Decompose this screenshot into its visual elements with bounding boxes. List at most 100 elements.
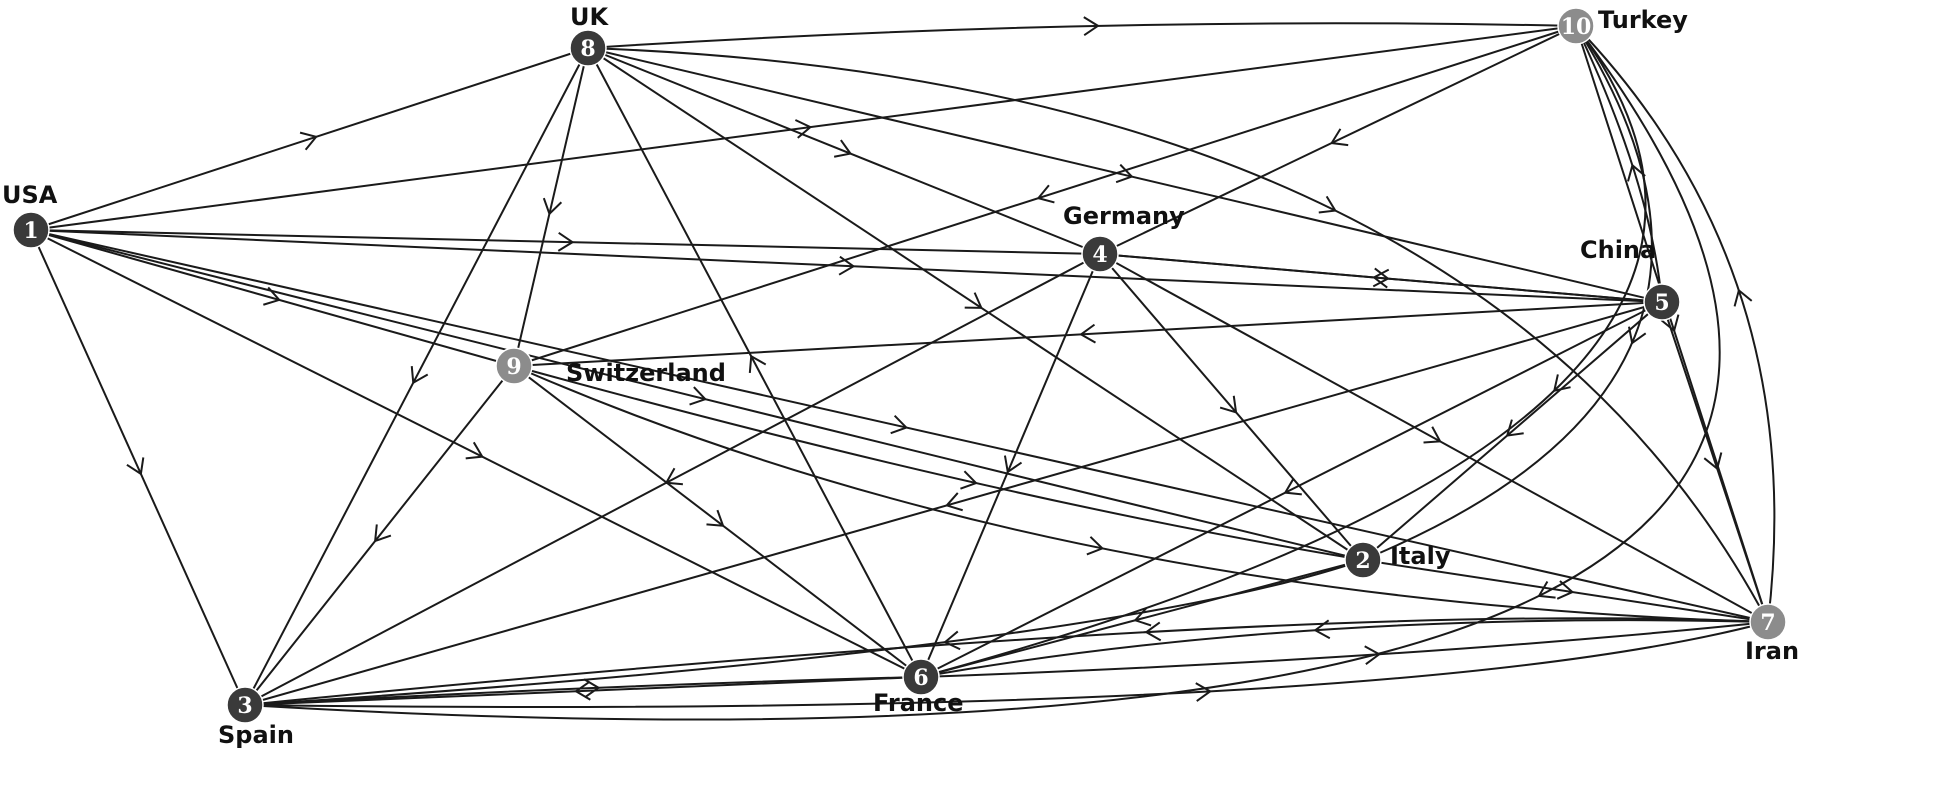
edge-6-to-7 bbox=[920, 621, 1769, 678]
node-circle bbox=[1643, 283, 1681, 321]
edge-8-to-3 bbox=[244, 47, 589, 706]
arrowhead-9-to-6 bbox=[706, 509, 725, 527]
edge-1-to-8 bbox=[30, 47, 589, 231]
edge-8-to-2 bbox=[587, 47, 1364, 561]
edge-9-to-6 bbox=[513, 365, 922, 678]
arrowhead-1-to-4 bbox=[557, 232, 575, 252]
edge-5-to-6 bbox=[920, 301, 1663, 678]
arrowhead-1-to-6 bbox=[465, 441, 484, 460]
edge-5-to-4 bbox=[1099, 253, 1663, 303]
edge-4-to-2 bbox=[1099, 253, 1364, 561]
arrowhead-10-to-9 bbox=[1036, 184, 1055, 204]
arrowhead-9-to-2 bbox=[960, 470, 978, 490]
node-label: Turkey bbox=[1598, 6, 1688, 34]
node-label: USA bbox=[2, 181, 58, 209]
arrowhead-7-to-3 bbox=[1144, 621, 1162, 642]
edge-4-to-6 bbox=[920, 253, 1101, 678]
edge-9-to-7 bbox=[513, 365, 1769, 623]
node-label: Spain bbox=[218, 721, 294, 749]
edge-1-to-6 bbox=[30, 229, 922, 678]
edge-7-to-6 bbox=[920, 619, 1769, 678]
node-label: China bbox=[1580, 236, 1656, 264]
edge-8-to-5 bbox=[587, 47, 1663, 303]
node-circle bbox=[12, 211, 50, 249]
edge-7-to-10 bbox=[1575, 25, 1776, 623]
arrowhead-6-to-8 bbox=[748, 354, 767, 373]
edge-8-to-4 bbox=[587, 47, 1101, 255]
arrowhead-8-to-5 bbox=[1115, 163, 1134, 184]
arrowhead-8-to-9 bbox=[542, 197, 563, 216]
arrowhead-2-to-6 bbox=[1133, 607, 1152, 627]
node-number: 6 bbox=[913, 665, 928, 691]
arrowhead-2-to-3 bbox=[943, 630, 961, 651]
node-circle bbox=[1081, 235, 1119, 273]
arrowhead-8-to-10 bbox=[1083, 16, 1100, 36]
node-uk: 8UK bbox=[569, 3, 609, 67]
node-label: Iran bbox=[1745, 637, 1799, 665]
node-number: 3 bbox=[237, 693, 252, 719]
arrowhead-5-to-3 bbox=[944, 492, 963, 512]
edge-7-to-3 bbox=[244, 617, 1769, 706]
edge-1-to-7 bbox=[30, 229, 1769, 623]
arrowhead-6-to-7 bbox=[1364, 645, 1382, 665]
node-circle bbox=[495, 347, 533, 385]
arrowhead-5-to-7 bbox=[1703, 452, 1723, 471]
node-label: France bbox=[873, 689, 963, 717]
edge-1-to-5 bbox=[30, 229, 1663, 303]
node-label: Italy bbox=[1390, 542, 1451, 570]
arrowhead-5-to-6 bbox=[1283, 477, 1302, 496]
arrowhead-10-to-6 bbox=[1552, 374, 1571, 392]
arrowhead-10-to-4 bbox=[1330, 128, 1349, 147]
edge-5-to-7 bbox=[1661, 301, 1769, 623]
edge-10-to-4 bbox=[1099, 25, 1577, 255]
edge-8-to-10 bbox=[587, 22, 1577, 49]
arrowhead-9-to-3 bbox=[373, 524, 392, 543]
node-label: Germany bbox=[1063, 202, 1185, 230]
arrowhead-5-to-9 bbox=[1079, 323, 1096, 344]
node-circle bbox=[1344, 541, 1382, 579]
node-circle bbox=[902, 658, 940, 696]
node-number: 9 bbox=[506, 354, 521, 380]
arrowhead-8-to-2 bbox=[964, 292, 983, 309]
edge-2-to-7 bbox=[1362, 559, 1769, 623]
edge-10-to-9 bbox=[513, 25, 1577, 367]
node-switzerland: 9 Switzerland bbox=[495, 347, 726, 387]
node-circle bbox=[1557, 7, 1595, 45]
arrowhead-5-to-4 bbox=[1372, 268, 1390, 289]
edge-8-to-7 bbox=[587, 47, 1769, 623]
node-number: 10 bbox=[1561, 14, 1592, 40]
arrowhead-1-to-3 bbox=[126, 457, 145, 476]
node-number: 8 bbox=[580, 36, 595, 62]
edge-3-to-7 bbox=[244, 621, 1769, 708]
edge-6-to-8 bbox=[587, 47, 922, 678]
arrowhead-1-to-8 bbox=[299, 131, 318, 151]
arrowhead-8-to-4 bbox=[833, 139, 853, 158]
arrowhead-4-to-7 bbox=[1423, 426, 1442, 444]
arrowhead-1-to-7 bbox=[890, 414, 909, 435]
edge-8-to-9 bbox=[513, 47, 589, 367]
edge-5-to-2 bbox=[1362, 301, 1663, 561]
node-label: Switzerland bbox=[566, 359, 726, 387]
arrowhead-9-to-7 bbox=[1086, 536, 1105, 556]
edge-5-to-10 bbox=[1575, 25, 1663, 303]
edge-1-to-10 bbox=[30, 25, 1577, 231]
edge-2-to-6 bbox=[920, 559, 1364, 678]
edge-4-to-3 bbox=[244, 253, 1101, 706]
arrowhead-3-to-7 bbox=[1195, 682, 1213, 702]
arrowhead-7-to-10 bbox=[1733, 288, 1753, 307]
edge-1-to-9 bbox=[30, 229, 515, 367]
arrowhead-10-to-3 bbox=[1537, 581, 1556, 599]
edge-4-to-7 bbox=[1099, 253, 1769, 623]
node-circle bbox=[569, 29, 607, 67]
arrowhead-8-to-7 bbox=[1318, 195, 1337, 214]
node-number: 1 bbox=[23, 218, 38, 244]
edge-9-to-2 bbox=[513, 365, 1364, 561]
edge-1-to-2 bbox=[30, 229, 1364, 561]
node-number: 5 bbox=[1654, 290, 1669, 316]
node-number: 7 bbox=[1760, 610, 1775, 636]
edges-layer bbox=[30, 16, 1776, 721]
